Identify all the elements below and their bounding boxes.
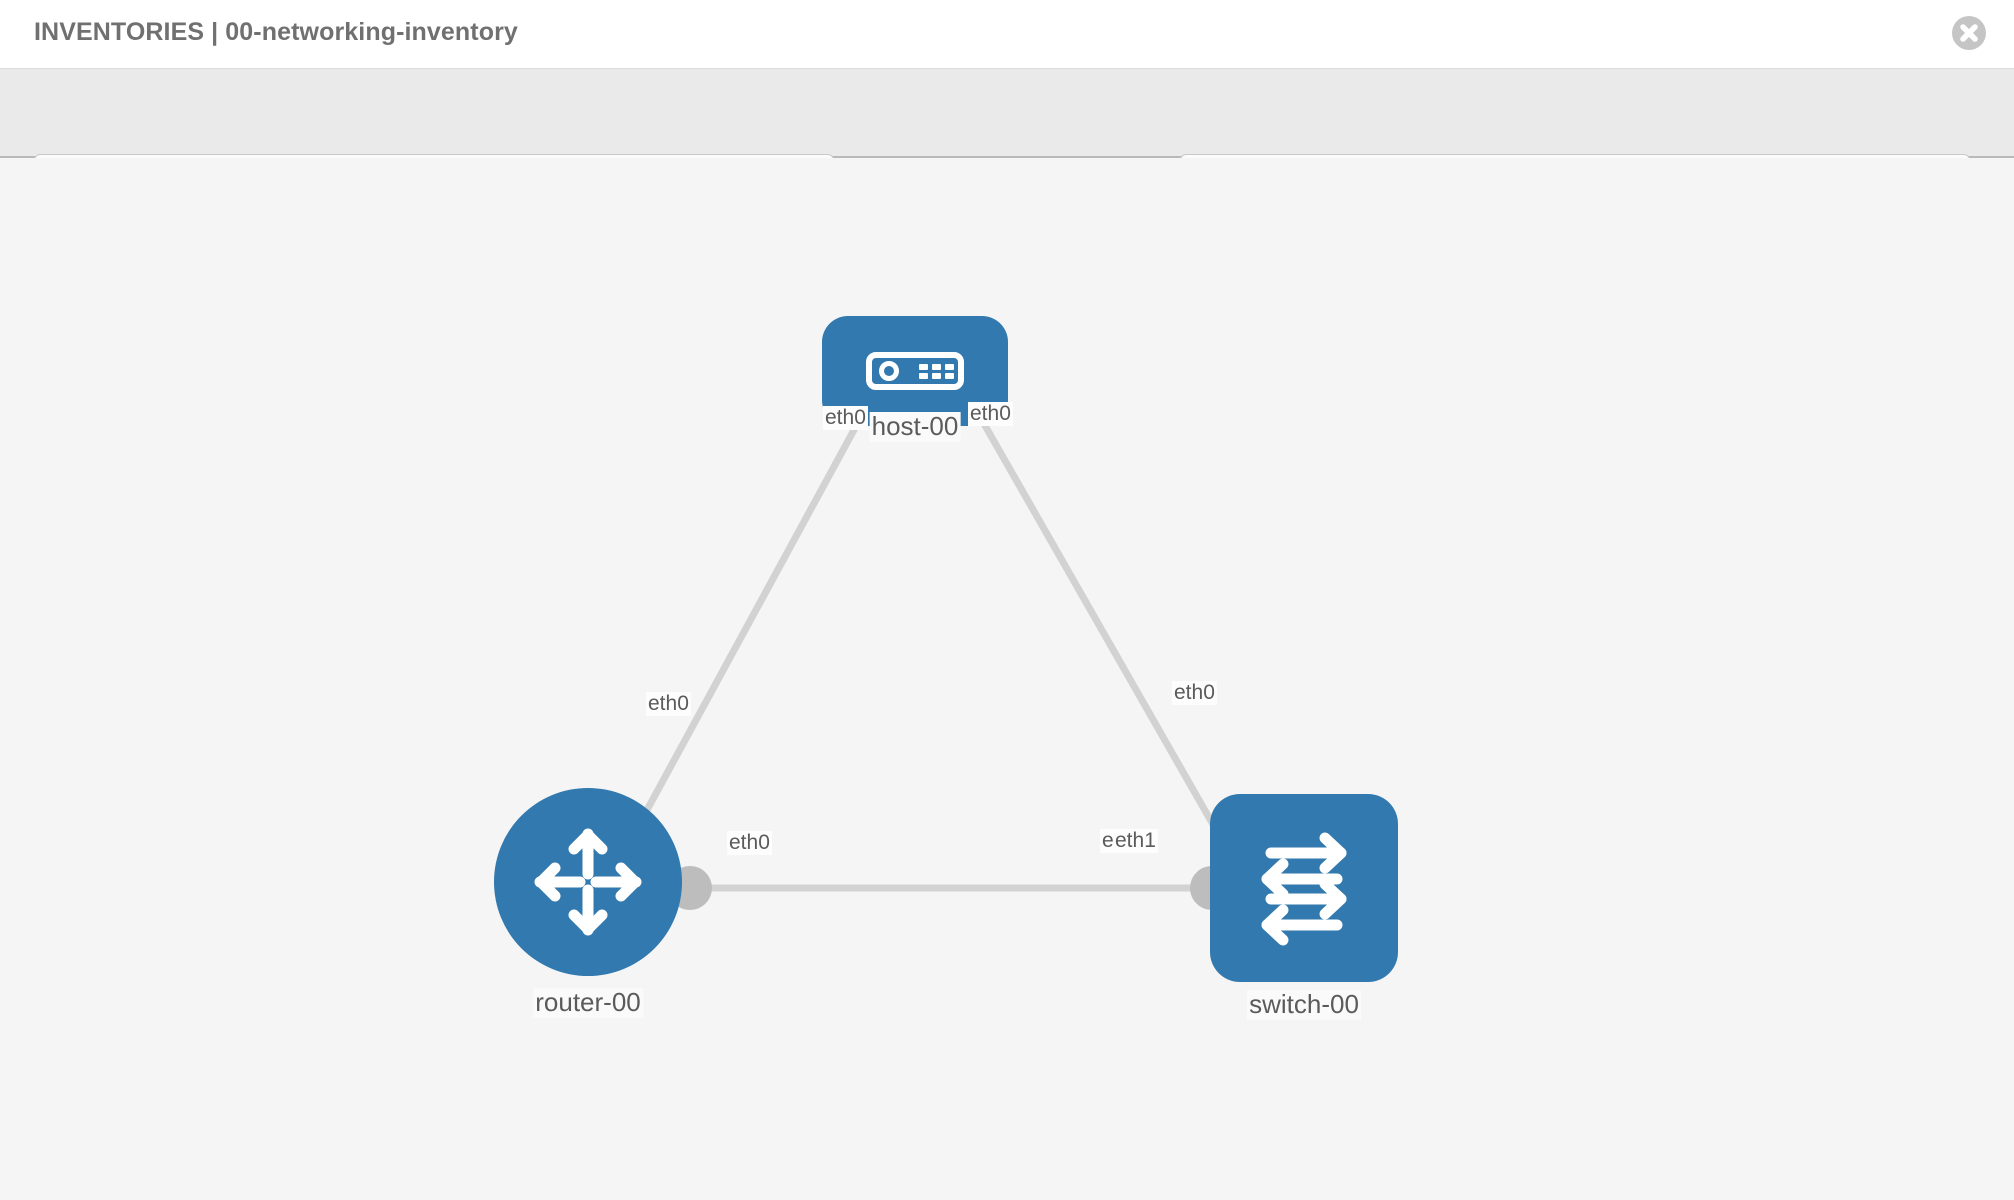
topology-graph xyxy=(606,336,1262,910)
edge-host-switch xyxy=(951,371,1239,865)
topology-canvas[interactable]: host-00 router-00 xyxy=(0,158,2014,1200)
switch-node-shape xyxy=(1210,794,1398,982)
iface-label-host-right: eth0 xyxy=(968,402,1013,427)
page-title: INVENTORIES | 00-networking-inventory xyxy=(34,18,518,46)
switch-arrows-icon xyxy=(1261,832,1347,946)
iface-label-switch-left-b: eth1 xyxy=(1113,829,1158,854)
router-node-shape xyxy=(494,788,682,976)
iface-label-switch-up: eth0 xyxy=(1172,681,1217,706)
router-arrows-icon xyxy=(534,828,642,936)
host-node-label: host-00 xyxy=(869,411,961,442)
edge-router-host xyxy=(606,371,889,880)
server-icon xyxy=(866,352,964,390)
iface-label-router-right: eth0 xyxy=(727,831,772,856)
toolbar: ACTIONS SEARCH xyxy=(0,68,2014,210)
switch-node-label: switch-00 xyxy=(1247,989,1361,1020)
router-node-label: router-00 xyxy=(533,987,643,1018)
iface-label-router-up: eth0 xyxy=(646,692,691,717)
close-icon[interactable] xyxy=(1952,16,1986,50)
topology-node-router-00[interactable]: router-00 xyxy=(494,788,682,1018)
iface-label-host-left: eth0 xyxy=(823,406,868,431)
topology-node-switch-00[interactable]: switch-00 xyxy=(1210,794,1398,1020)
page-header: INVENTORIES | 00-networking-inventory xyxy=(0,0,2014,68)
